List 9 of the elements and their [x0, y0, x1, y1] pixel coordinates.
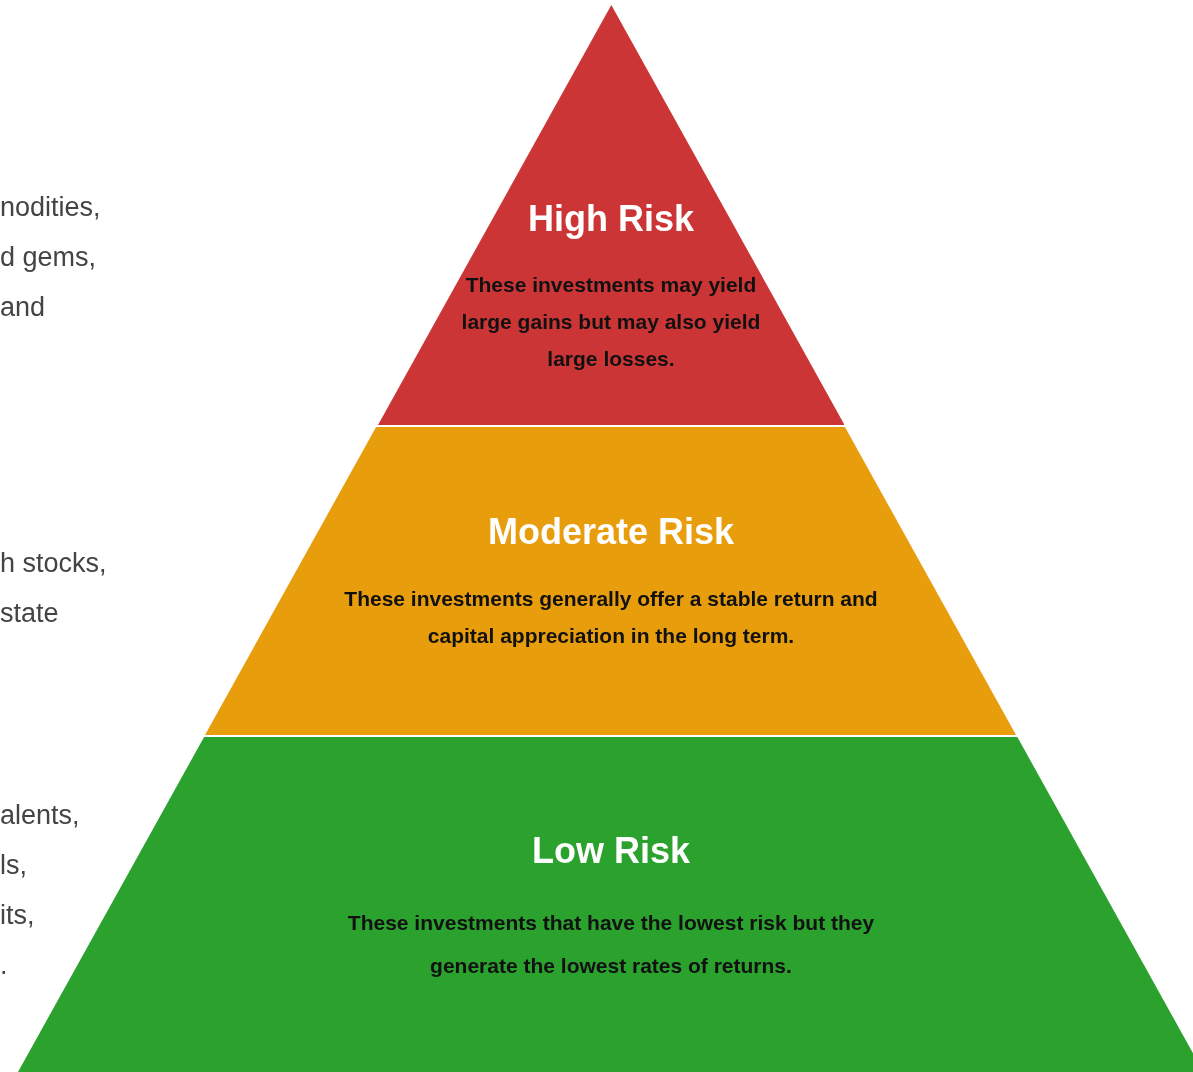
cut-off-note: alents, ls, its, . — [0, 799, 81, 982]
tier-heading: High Risk — [527, 198, 695, 240]
tier-description: These investments that have the lowest risk but they generate the lowest rates of returns. — [346, 910, 876, 979]
cut-off-note: nodities, d gems, and — [0, 191, 102, 324]
tier-heading: Moderate Risk — [486, 511, 735, 553]
tier-description: These investments may yield large gains but may also yield large losses. — [461, 272, 761, 372]
cut-off-note: h stocks, state — [0, 547, 108, 630]
tier-description: These investments generally offer a stable return and capital appreciation in the long term. — [343, 586, 879, 649]
tier-heading: Low Risk — [530, 830, 691, 872]
